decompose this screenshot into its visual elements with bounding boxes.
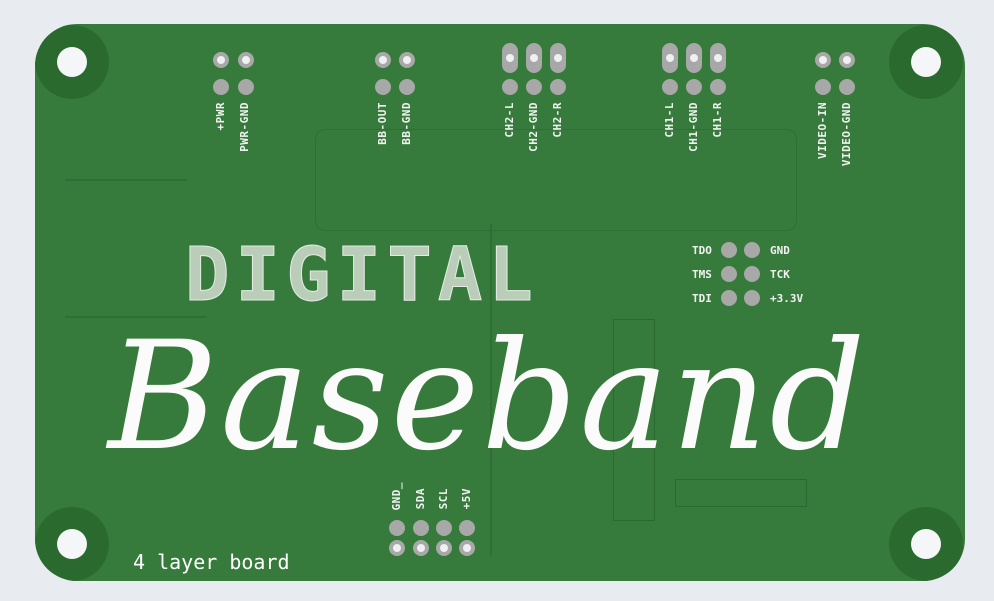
pad [710, 79, 726, 95]
pin-label: TDO [692, 244, 712, 257]
pad [399, 79, 415, 95]
pad [399, 52, 415, 68]
trace [65, 179, 187, 181]
mounting-hole [889, 25, 963, 99]
pin-label: CH1-R [711, 102, 724, 138]
pad [839, 52, 855, 68]
pad [502, 43, 518, 73]
pad [213, 52, 229, 68]
pad [459, 520, 475, 536]
pad [744, 266, 760, 282]
pin-label: TCK [770, 268, 790, 281]
pin-label: +3.3V [770, 292, 804, 305]
mounting-hole [35, 507, 109, 581]
pad [815, 52, 831, 68]
pin-label: VIDEO-IN [816, 102, 829, 159]
pin-label: CH1-GND [687, 102, 700, 152]
pin-label: CH1-L [663, 102, 676, 138]
pin-label: GND [770, 244, 790, 257]
pad [550, 43, 566, 73]
trace [315, 129, 797, 231]
pin-label: TDI [692, 292, 712, 305]
ic-footprint [675, 479, 807, 507]
ic-footprint [613, 319, 655, 521]
pin-label: +PWR [214, 102, 227, 131]
pin-label: CH2-L [503, 102, 516, 138]
trace [490, 224, 492, 556]
pad [436, 520, 452, 536]
baseband-title: Baseband [108, 310, 868, 484]
pin-label: TMS [692, 268, 712, 281]
pad [662, 43, 678, 73]
pad [436, 540, 452, 556]
layer-note: 4 layer board [133, 550, 290, 574]
pin-label: SCL [437, 488, 450, 510]
pin-label: CH2-R [551, 102, 564, 138]
pad [662, 79, 678, 95]
pad [213, 79, 229, 95]
pin-label: PWR-GND [238, 102, 251, 152]
pad [550, 79, 566, 95]
pad [459, 540, 475, 556]
mounting-hole [35, 25, 109, 99]
pad [839, 79, 855, 95]
pad [502, 79, 518, 95]
pin-label: GND_ [390, 482, 403, 511]
pad [744, 290, 760, 306]
pad [721, 242, 737, 258]
pcb-board [35, 24, 965, 581]
digital-silkscreen: DIGITAL [185, 232, 539, 318]
pad [721, 266, 737, 282]
pin-label: BB-OUT [376, 102, 389, 145]
pad [710, 43, 726, 73]
pin-label: CH2-GND [527, 102, 540, 152]
pad [238, 52, 254, 68]
trace [65, 316, 207, 318]
pad [389, 540, 405, 556]
pad [375, 52, 391, 68]
mounting-hole [889, 507, 963, 581]
pad [413, 520, 429, 536]
pin-label: VIDEO-GND [840, 102, 853, 167]
pad [526, 79, 542, 95]
pad [721, 290, 737, 306]
pad [526, 43, 542, 73]
pin-label: SDA [414, 488, 427, 510]
pad [375, 79, 391, 95]
pad [389, 520, 405, 536]
pad [413, 540, 429, 556]
pad [686, 43, 702, 73]
pad [238, 79, 254, 95]
pad [686, 79, 702, 95]
pin-label: +5V [460, 488, 473, 510]
pin-label: BB-GND [400, 102, 413, 145]
pad [815, 79, 831, 95]
pad [744, 242, 760, 258]
